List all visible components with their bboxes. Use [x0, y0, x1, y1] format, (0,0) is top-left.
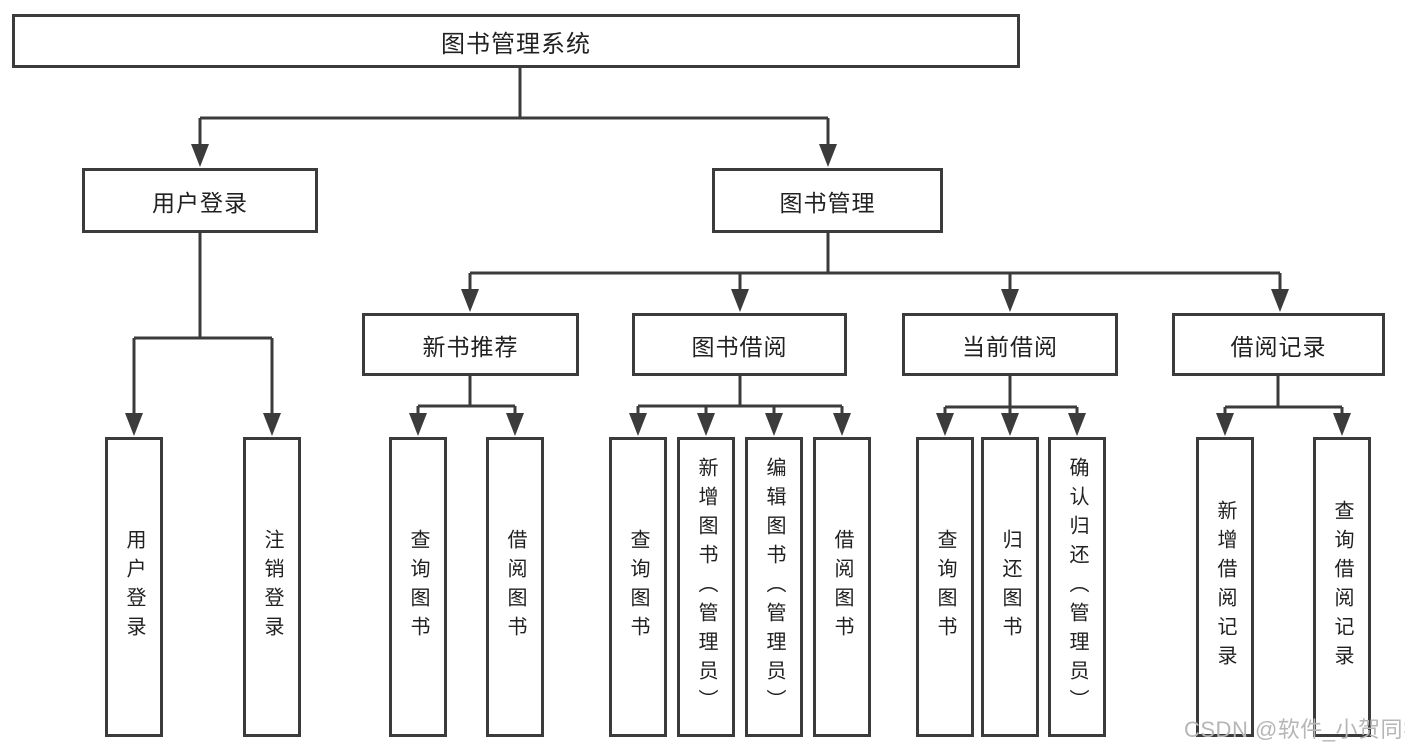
- leaf-label: 新增借阅记录: [1214, 500, 1236, 674]
- leaf-logout: 注销登录: [243, 437, 301, 737]
- node-new-book-recommendation: 新书推荐: [362, 313, 579, 376]
- leaf-query-books-borrow: 查询图书: [609, 437, 667, 737]
- leaf-label: 查询图书: [407, 529, 429, 645]
- leaf-edit-books-admin: 编辑图书（管理员）: [745, 437, 803, 737]
- leaf-label: 新增图书（管理员）: [695, 456, 717, 718]
- leaf-label: 注销登录: [261, 529, 283, 645]
- node-current-borrowing: 当前借阅: [902, 313, 1118, 376]
- node-label: 新书推荐: [422, 333, 519, 360]
- node-label: 用户登录: [152, 189, 248, 216]
- csdn-watermark: CSDN @软件_小贺同学: [1184, 717, 1405, 742]
- leaf-label: 查询图书: [934, 529, 956, 645]
- leaf-label: 借阅图书: [831, 529, 853, 645]
- node-label: 图书借阅: [691, 333, 788, 360]
- leaf-label: 编辑图书（管理员）: [763, 456, 785, 718]
- node-label: 图书管理: [779, 189, 876, 216]
- node-library-management-system: 图书管理系统: [12, 14, 1020, 68]
- leaf-add-borrow-record: 新增借阅记录: [1196, 437, 1254, 737]
- leaf-label: 归还图书: [999, 529, 1021, 645]
- leaf-borrow-books: 借阅图书: [813, 437, 871, 737]
- leaf-label: 借阅图书: [504, 529, 526, 645]
- leaf-query-books-recommend: 查询图书: [389, 437, 447, 737]
- leaf-return-books: 归还图书: [981, 437, 1039, 737]
- node-label: 当前借阅: [962, 333, 1058, 360]
- leaf-label: 用户登录: [123, 529, 145, 645]
- leaf-query-borrow-record: 查询借阅记录: [1313, 437, 1371, 737]
- leaf-label: 查询借阅记录: [1331, 500, 1353, 674]
- leaf-confirm-return-admin: 确认归还（管理员）: [1048, 437, 1106, 737]
- leaf-borrow-books-recommend: 借阅图书: [486, 437, 544, 737]
- node-user-login: 用户登录: [82, 168, 318, 233]
- node-borrowing-records: 借阅记录: [1172, 313, 1385, 376]
- leaf-query-books-current: 查询图书: [916, 437, 974, 737]
- node-label: 借阅记录: [1230, 333, 1327, 360]
- node-book-borrowing: 图书借阅: [632, 313, 847, 376]
- node-book-management: 图书管理: [712, 168, 943, 233]
- leaf-label: 查询图书: [627, 529, 649, 645]
- node-label: 图书管理系统: [441, 30, 591, 58]
- leaf-add-books-admin: 新增图书（管理员）: [677, 437, 735, 737]
- leaf-label: 确认归还（管理员）: [1066, 456, 1088, 718]
- leaf-user-login: 用户登录: [105, 437, 163, 737]
